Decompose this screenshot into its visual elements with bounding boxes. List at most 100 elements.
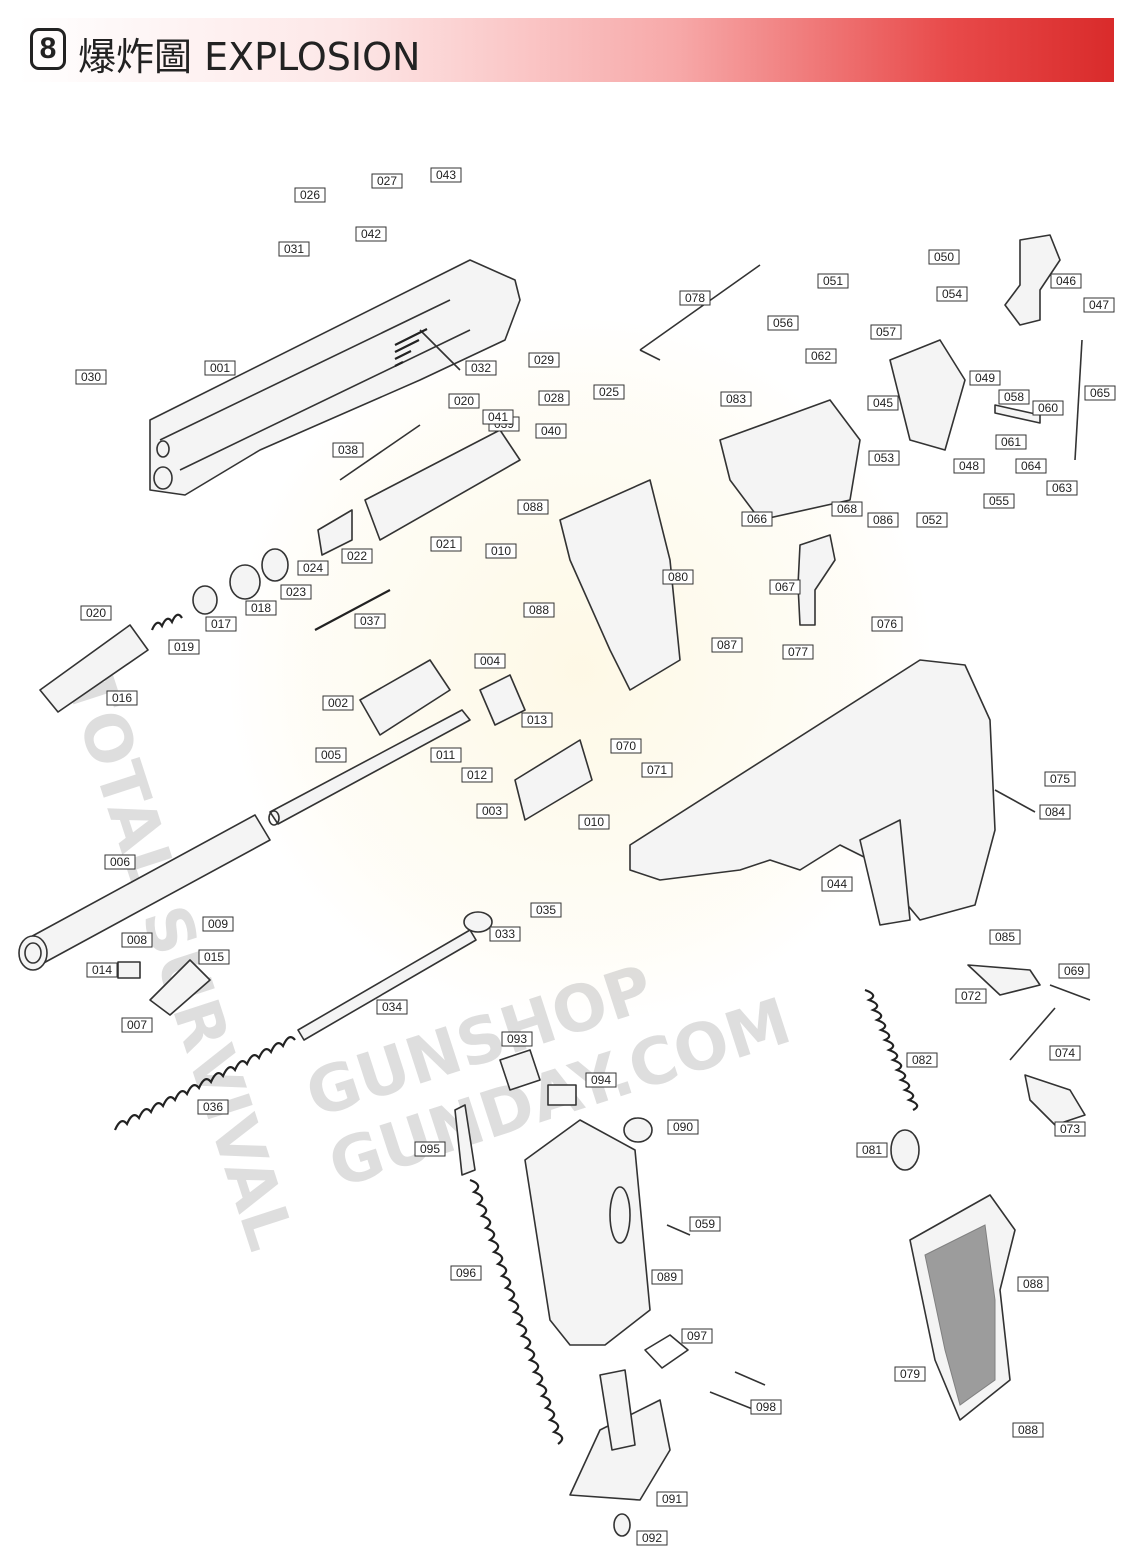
part-label-013: 013 (521, 712, 553, 728)
svg-text:054: 054 (942, 287, 962, 301)
svg-text:046: 046 (1056, 274, 1076, 288)
part-label-003: 003 (476, 803, 508, 819)
part-label-096: 096 (450, 1265, 482, 1281)
svg-text:088: 088 (1018, 1423, 1038, 1437)
svg-text:036: 036 (203, 1100, 223, 1114)
svg-text:035: 035 (536, 903, 556, 917)
part-label-094: 094 (585, 1072, 617, 1088)
svg-text:086: 086 (873, 513, 893, 527)
part-label-023: 023 (280, 584, 312, 600)
trigger-part (797, 534, 836, 626)
part-label-091: 091 (656, 1491, 688, 1507)
svg-text:007: 007 (127, 1018, 147, 1032)
part-label-040: 040 (535, 423, 567, 439)
part-label-070: 070 (610, 738, 642, 754)
svg-text:034: 034 (382, 1000, 402, 1014)
part-label-054: 054 (936, 286, 968, 302)
part-label-046: 046 (1050, 273, 1082, 289)
part-label-043: 043 (430, 167, 462, 183)
svg-text:057: 057 (876, 325, 896, 339)
svg-text:049: 049 (975, 371, 995, 385)
part-label-090: 090 (667, 1119, 699, 1135)
magazine-feed-tube (599, 1369, 636, 1451)
part-label-093: 093 (501, 1031, 533, 1047)
part-090 (623, 1117, 653, 1143)
part-label-008: 008 (121, 932, 153, 948)
part-label-041: 041 (482, 409, 514, 425)
svg-text:009: 009 (208, 917, 228, 931)
part-098a (734, 1371, 766, 1386)
part-095 (454, 1104, 476, 1176)
svg-text:005: 005 (321, 748, 341, 762)
svg-text:016: 016 (112, 691, 132, 705)
part-label-030: 030 (75, 369, 107, 385)
svg-text:055: 055 (989, 494, 1009, 508)
part-label-015: 015 (198, 949, 230, 965)
magazine-spring-part (469, 1178, 564, 1445)
svg-text:018: 018 (251, 601, 271, 615)
part-label-069: 069 (1058, 963, 1090, 979)
svg-text:043: 043 (436, 168, 456, 182)
part-label-088d: 088 (1012, 1422, 1044, 1438)
svg-text:030: 030 (81, 370, 101, 384)
part-label-031: 031 (278, 241, 310, 257)
part-017 (192, 585, 218, 615)
part-label-019: 019 (168, 639, 200, 655)
part-label-014: 014 (86, 962, 118, 978)
blowback-housing-part (364, 429, 521, 541)
svg-text:006: 006 (110, 855, 130, 869)
part-073 (1024, 1074, 1086, 1126)
part-014 (117, 961, 141, 979)
part-label-079: 079 (894, 1366, 926, 1382)
part-label-095: 095 (414, 1141, 446, 1157)
part-label-045: 045 (867, 395, 899, 411)
svg-text:061: 061 (1001, 435, 1021, 449)
svg-text:008: 008 (127, 933, 147, 947)
svg-text:042: 042 (361, 227, 381, 241)
svg-text:014: 014 (92, 963, 112, 977)
svg-text:065: 065 (1090, 386, 1110, 400)
part-label-086: 086 (867, 512, 899, 528)
magazine-part (524, 1119, 651, 1346)
part-label-064: 064 (1015, 458, 1047, 474)
part-label-044: 044 (821, 876, 853, 892)
part-084 (994, 789, 1036, 813)
part-091-base (569, 1399, 671, 1501)
svg-text:072: 072 (961, 989, 981, 1003)
part-label-020b: 020 (448, 393, 480, 409)
part-label-028: 028 (538, 390, 570, 406)
part-label-048: 048 (953, 458, 985, 474)
part-label-085: 085 (989, 929, 1021, 945)
svg-text:089: 089 (657, 1270, 677, 1284)
part-label-037: 037 (354, 613, 386, 629)
part-label-057: 057 (870, 324, 902, 340)
part-label-077: 077 (782, 644, 814, 660)
svg-text:080: 080 (668, 570, 688, 584)
frame-part (629, 659, 996, 921)
part-label-010a: 010 (485, 543, 517, 559)
part-098b (709, 1391, 756, 1411)
svg-text:094: 094 (591, 1073, 611, 1087)
part-label-021: 021 (430, 536, 462, 552)
part-059 (666, 1224, 691, 1236)
svg-text:068: 068 (837, 502, 857, 516)
part-label-032: 032 (465, 360, 497, 376)
part-label-012: 012 (461, 767, 493, 783)
svg-text:028: 028 (544, 391, 564, 405)
part-label-038: 038 (332, 442, 364, 458)
part-label-084: 084 (1039, 804, 1071, 820)
svg-text:090: 090 (673, 1120, 693, 1134)
part-label-089: 089 (651, 1269, 683, 1285)
part-label-017: 017 (205, 616, 237, 632)
part-022 (317, 509, 353, 556)
svg-text:092: 092 (642, 1531, 662, 1545)
part-066-housing (719, 399, 861, 521)
svg-text:024: 024 (303, 561, 323, 575)
svg-text:085: 085 (995, 930, 1015, 944)
part-label-051: 051 (817, 273, 849, 289)
part-label-098: 098 (750, 1399, 782, 1415)
spring-037-part (314, 589, 391, 631)
part-label-067: 067 (769, 579, 801, 595)
svg-text:027: 027 (377, 174, 397, 188)
part-label-080: 080 (662, 569, 694, 585)
